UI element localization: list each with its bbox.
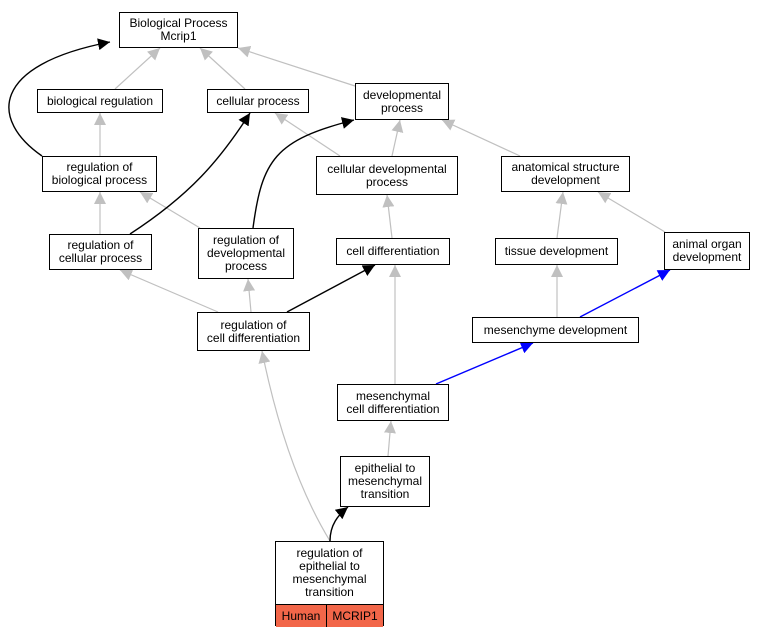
edge-reg-dev-regulates-dev-process — [252, 117, 355, 229]
node-mesenchyme-development[interactable]: mesenchyme development — [472, 317, 639, 343]
node-tissue-development[interactable]: tissue development — [495, 238, 618, 265]
edge-cellular-process-to-root — [199, 47, 246, 90]
node-regulation-of-cell-differentiation[interactable]: regulation of cell differentiation — [197, 312, 310, 351]
node-biological-regulation[interactable]: biological regulation — [37, 89, 163, 113]
edge-reg-cellular-regulates-cellular-process — [129, 112, 251, 235]
edge-cell-dev-process-to-dev-process — [391, 119, 404, 157]
node-cell-differentiation[interactable]: cell differentiation — [336, 238, 450, 265]
node-regulation-of-developmental-process[interactable]: regulation of developmental process — [198, 228, 294, 279]
node-epithelial-to-mesenchymal-transition[interactable]: epithelial to mesenchymal transition — [340, 456, 430, 507]
edge-reg-cell-diff-to-reg-dev — [243, 278, 256, 313]
edge-reg-bio-process-regulates-root — [8, 38, 111, 157]
edge-mesenchyme-dev-part-of-animal-organ — [579, 269, 671, 318]
annotation-tags: Human MCRIP1 — [276, 604, 383, 627]
node-anatomical-structure-development[interactable]: anatomical structure development — [501, 156, 630, 192]
node-regulation-of-emt-label: regulation of epithelial to mesenchymal … — [292, 546, 367, 599]
edge-animal-organ-to-anatomical — [597, 191, 666, 233]
edge-reg-cell-diff-to-reg-cellular — [119, 269, 219, 313]
edge-anatomical-to-dev-process — [441, 119, 521, 157]
node-mesenchymal-cell-differentiation[interactable]: mesenchymal cell differentiation — [337, 384, 449, 421]
node-biological-process-root[interactable]: Biological Process Mcrip1 — [119, 12, 238, 48]
node-developmental-process[interactable]: developmental process — [355, 83, 449, 120]
edge-tissue-dev-to-anatomical — [555, 191, 568, 239]
edge-reg-dev-to-reg-bio — [139, 191, 201, 229]
edge-emt-to-mesenchymal-diff — [383, 420, 396, 457]
edge-developmental-process-to-root — [237, 46, 356, 87]
node-regulation-of-cellular-process[interactable]: regulation of cellular process — [49, 234, 152, 270]
edge-reg-emt-regulates-emt — [329, 506, 349, 542]
edge-cell-diff-to-cell-dev — [382, 194, 395, 239]
edge-reg-emt-to-reg-cell-diff — [258, 350, 331, 542]
edge-biological-regulation-to-root — [114, 47, 161, 90]
node-regulation-of-biological-process[interactable]: regulation of biological process — [42, 156, 157, 192]
node-cellular-process[interactable]: cellular process — [207, 89, 309, 113]
edge-mesenchymal-diff-part-of-mesenchyme-dev — [435, 342, 534, 385]
node-animal-organ-development[interactable]: animal organ development — [664, 232, 750, 270]
gene-tag[interactable]: MCRIP1 — [327, 605, 383, 627]
species-tag[interactable]: Human — [276, 605, 327, 627]
node-regulation-of-emt[interactable]: regulation of epithelial to mesenchymal … — [275, 541, 384, 627]
node-cellular-developmental-process[interactable]: cellular developmental process — [316, 156, 458, 195]
edge-reg-cell-diff-regulates-cell-diff — [286, 264, 376, 313]
